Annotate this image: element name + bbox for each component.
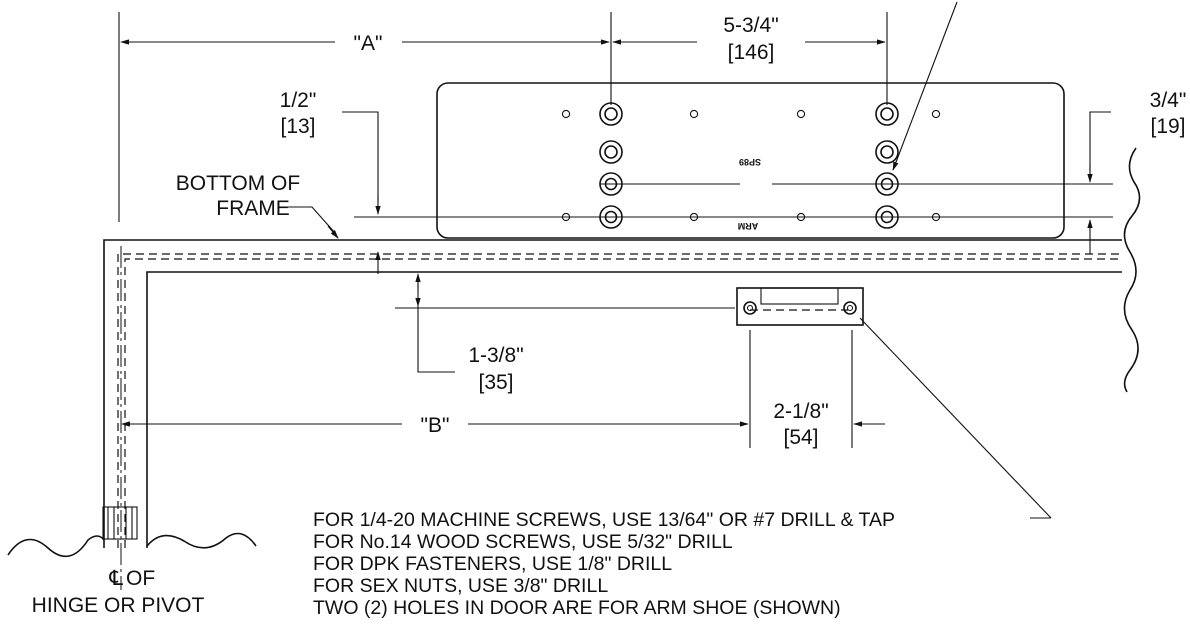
- note-line: FOR DPK FASTENERS, USE 1/8" DRILL: [313, 553, 672, 575]
- centerline-label-line1: OF: [126, 567, 155, 590]
- note-line: FOR No.14 WOOD SCREWS, USE 5/32" DRILL: [313, 531, 733, 553]
- door-outline: [146, 271, 1122, 548]
- centerline-symbol: ℄: [109, 567, 124, 590]
- shoe-hole-leader: [859, 317, 1052, 519]
- left-mounting-holes: [599, 102, 623, 229]
- plate-marking-bottom: ARM: [738, 221, 759, 231]
- bottom-of-frame-label-line1: BOTTOM OF: [176, 172, 300, 195]
- frame-inner-dashed-2: [124, 258, 1122, 548]
- bottom-of-frame-label-line2: FRAME: [216, 197, 290, 220]
- dim-shoe-span-imperial: 2-1/8": [773, 400, 828, 423]
- plate-marking-top: SP89: [739, 157, 761, 167]
- hole-leader-line: [892, 1, 958, 171]
- dim-top-span-imperial: 5-3/4": [723, 14, 778, 37]
- dim-top-span-metric: [146]: [728, 41, 775, 64]
- right-break-line: [1123, 147, 1141, 393]
- dim-right-offset-leader: [1089, 111, 1111, 172]
- dim-right-offset-metric: [19]: [1150, 115, 1185, 138]
- frame-inner-dashed: [117, 253, 1122, 548]
- dim-shoe-offset-metric: [35]: [478, 371, 513, 394]
- dim-right-offset-imperial: 3/4": [1150, 89, 1187, 112]
- dim-a-label: "A": [354, 32, 383, 55]
- note-line: FOR 1/4-20 MACHINE SCREWS, USE 13/64" OR…: [313, 509, 895, 531]
- dim-left-offset-metric: [13]: [280, 115, 315, 138]
- dim-b-label: "B": [421, 414, 450, 437]
- dim-shoe-span-metric: [54]: [783, 426, 818, 449]
- bottom-of-frame-leader: [285, 206, 337, 235]
- arm-shoe: [736, 287, 864, 326]
- note-line: TWO (2) HOLES IN DOOR ARE FOR ARM SHOE (…: [313, 597, 841, 619]
- drilling-notes: FOR 1/4-20 MACHINE SCREWS, USE 13/64" OR…: [313, 509, 895, 619]
- hinge-block: [102, 506, 138, 540]
- dim-left-offset-leader: [342, 111, 379, 202]
- centerline-label-line2: HINGE OR PIVOT: [32, 594, 205, 617]
- bottom-of-frame-arrow: [327, 225, 339, 239]
- bottom-break-line: [7, 532, 257, 558]
- dim-left-offset-imperial: 1/2": [280, 89, 317, 112]
- note-line: FOR SEX NUTS, USE 3/8" DRILL: [313, 575, 608, 597]
- dim-shoe-offset-leader: [417, 306, 455, 373]
- dim-shoe-offset-imperial: 1-3/8": [468, 344, 523, 367]
- frame-outline: [103, 239, 1122, 548]
- closer-mounting-plate: [436, 82, 1065, 239]
